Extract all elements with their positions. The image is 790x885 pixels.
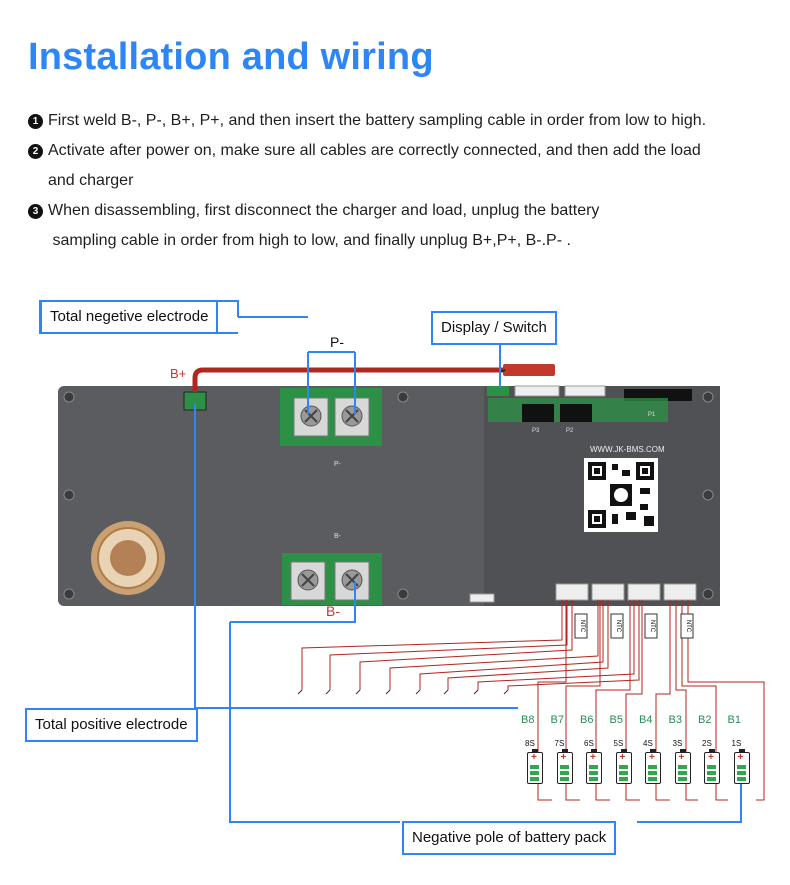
battery-group-label: B3 <box>668 714 682 726</box>
step-1-line-1: First weld B-, P-, B+, P+, and then inse… <box>48 112 707 129</box>
callout-display-switch: Display / Switch <box>431 311 557 345</box>
battery-cell: B2 2S+ <box>698 714 726 788</box>
b-plus-cable <box>192 367 505 392</box>
battery-cell: B4 4S+ <box>639 714 667 788</box>
battery-group-label: B6 <box>580 714 594 726</box>
battery-group-label: B2 <box>698 714 712 726</box>
toroid-coil-icon <box>91 521 165 595</box>
battery-icon: + <box>645 749 661 784</box>
step-3-line-1: When disassembling, first disconnect the… <box>48 202 600 219</box>
ntc-label: NTC <box>615 620 621 633</box>
battery-cell-count: 8S <box>525 739 535 748</box>
battery-cell: B7 7S+ <box>550 714 579 788</box>
battery-cell-count: 4S <box>643 739 653 748</box>
battery-cell-count: 1S <box>731 739 742 748</box>
leader-lines <box>39 300 742 823</box>
balance-connectors <box>469 583 697 603</box>
battery-icon: + <box>586 749 602 784</box>
instruction-list: 1 First weld B-, P-, B+, P+, and then in… <box>28 106 778 256</box>
battery-cell: B6 6S+ <box>580 714 608 788</box>
battery-icon: + <box>527 749 543 784</box>
battery-cell-count: 7S <box>554 739 565 748</box>
step-3-line-2: sampling cable in order from high to low… <box>48 232 571 249</box>
mounting-holes <box>63 391 714 600</box>
p2-label: P2 <box>566 428 574 434</box>
callout-negative-pole: Negative pole of battery pack <box>402 821 617 855</box>
ntc-sensors <box>574 613 694 639</box>
top-connectors <box>487 385 692 422</box>
battery-group-label: B7 <box>550 714 564 726</box>
step-2-line-1: Activate after power on, make sure all c… <box>48 142 701 159</box>
step-number-2: 2 <box>28 144 43 159</box>
battery-icon: + <box>615 749 632 784</box>
battery-icon: + <box>556 749 573 784</box>
battery-icon: + <box>704 749 720 784</box>
b-plus-label: B+ <box>170 366 186 381</box>
step-number-1: 1 <box>28 114 43 129</box>
ntc-label: NTC <box>649 620 655 633</box>
qr-code-icon <box>584 458 658 532</box>
battery-group-label: B4 <box>639 714 653 726</box>
p-minus-label: P- <box>330 334 344 350</box>
battery-group-label: B1 <box>727 714 741 726</box>
step-2: 2 Activate after power on, make sure all… <box>28 136 778 196</box>
xt-connector <box>503 364 555 376</box>
battery-cell: B3 3S+ <box>668 714 697 788</box>
battery-cell-count: 2S <box>702 739 712 748</box>
ntc-label: NTC <box>579 620 585 633</box>
p-minus-terminal <box>280 388 382 446</box>
battery-group-label: B5 <box>609 714 623 726</box>
board-b-label: B- <box>334 533 342 540</box>
b-minus-label: B- <box>326 603 340 619</box>
board-p-label: P- <box>334 461 342 468</box>
battery-icon: + <box>733 749 750 784</box>
callout-total-positive: Total positive electrode <box>25 708 198 742</box>
step-1: 1 First weld B-, P-, B+, P+, and then in… <box>28 106 778 136</box>
p3-label: P3 <box>532 428 540 434</box>
battery-cell-count: 5S <box>613 739 624 748</box>
ntc-label: NTC <box>685 620 691 633</box>
step-3: 3 When disassembling, first disconnect t… <box>28 196 778 256</box>
battery-cell-count: 6S <box>584 739 594 748</box>
step-number-3: 3 <box>28 204 43 219</box>
board-url: WWW.JK-BMS.COM <box>590 445 665 454</box>
page-title: Installation and wiring <box>28 36 434 78</box>
battery-cell-count: 3S <box>672 739 683 748</box>
b-minus-terminal <box>282 553 382 605</box>
battery-icon: + <box>674 749 691 784</box>
p1-label: P1 <box>648 412 656 418</box>
step-2-line-2: and charger <box>48 172 134 189</box>
wire-ends <box>297 689 509 695</box>
sampling-wires <box>301 600 765 801</box>
battery-cell: B5 5S+ <box>609 714 638 788</box>
battery-group-label: B8 <box>521 714 535 726</box>
callout-total-negative: Total negetive electrode <box>40 300 219 334</box>
battery-cell: B1 1S+ <box>727 714 756 788</box>
battery-cell: B8 8S+ <box>521 714 549 788</box>
